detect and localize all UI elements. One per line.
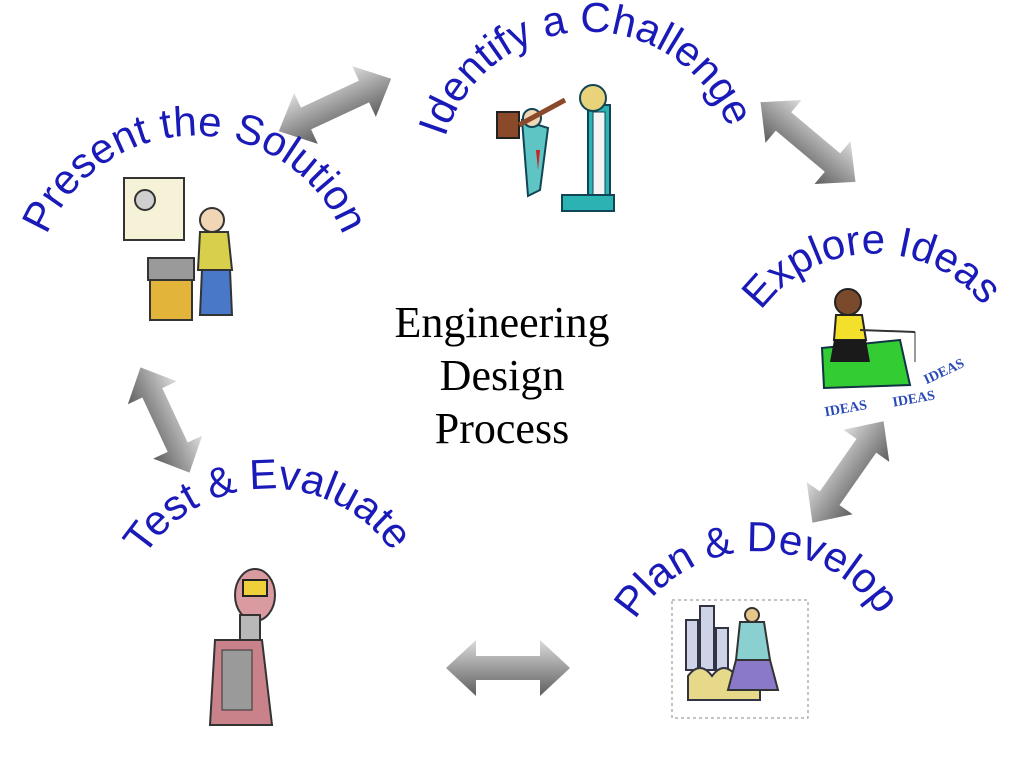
svg-text:IDEAS: IDEAS: [823, 398, 868, 420]
step-label-test: Test & Evaluate: [114, 450, 422, 562]
svg-text:IDEAS: IDEAS: [892, 388, 937, 410]
crash-test-dummy-clipart: [208, 568, 276, 726]
center-title: Engineering Design Process: [352, 296, 652, 455]
step-label-explore: Explore Ideas: [732, 216, 1011, 317]
arrow-plan-test: [446, 640, 570, 696]
arrow-identify-explore: [760, 99, 856, 185]
strength-tester-clipart: [496, 84, 615, 212]
center-title-line-3: Process: [434, 404, 570, 453]
center-title-line-1: Engineering: [394, 298, 610, 347]
svg-text:IDEAS: IDEAS: [922, 356, 967, 388]
plan-develop-clipart: [671, 599, 809, 719]
presenter-clipart: [123, 177, 234, 321]
step-label-identify: Identify a Challenge: [409, 0, 763, 141]
fishing-for-ideas-clipart: IDEAS IDEAS IDEAS: [820, 288, 967, 420]
center-title-line-2: Design: [439, 351, 565, 400]
arrow-present-identify: [278, 66, 392, 144]
arrow-test-present: [127, 367, 203, 473]
arrow-explore-plan: [806, 421, 890, 523]
